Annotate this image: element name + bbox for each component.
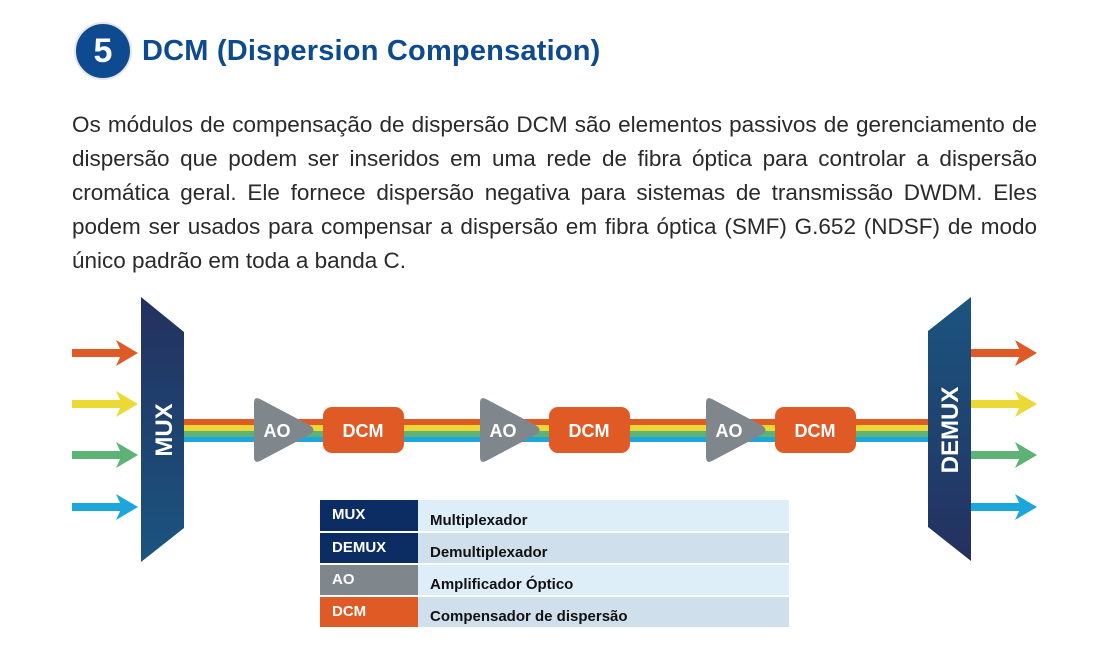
description-paragraph: Os módulos de compensação de dispersão D… bbox=[72, 112, 1037, 273]
svg-text:DCM: DCM bbox=[569, 421, 610, 441]
legend-desc: Multiplexador bbox=[418, 500, 789, 533]
legend-row: MUX Multiplexador bbox=[320, 500, 789, 533]
arrow-icon bbox=[72, 391, 138, 417]
legend-abbr: AO bbox=[320, 564, 418, 597]
arrow-icon bbox=[72, 494, 138, 520]
legend-abbr: MUX bbox=[320, 500, 418, 533]
stage-2: AO DCM bbox=[480, 398, 630, 462]
demux-label: DEMUX bbox=[937, 387, 964, 474]
legend-table: MUX Multiplexador DEMUX Demultiplexador … bbox=[320, 500, 789, 629]
mux-block: MUX bbox=[141, 297, 184, 562]
svg-text:DCM: DCM bbox=[795, 421, 836, 441]
svg-text:AO: AO bbox=[490, 421, 517, 441]
section-number-badge: 5 bbox=[74, 22, 132, 80]
dcm-block bbox=[323, 407, 404, 453]
demux-block: DEMUX bbox=[928, 297, 971, 561]
section-header: 5 DCM (Dispersion Compensation) bbox=[74, 22, 601, 80]
arrow-icon bbox=[971, 340, 1037, 366]
legend-row: DEMUX Demultiplexador bbox=[320, 532, 789, 565]
stage-3: AO DCM bbox=[706, 398, 856, 462]
stage-1: AO DCM bbox=[254, 398, 404, 462]
svg-text:AO: AO bbox=[716, 421, 743, 441]
page-title: DCM (Dispersion Compensation) bbox=[142, 34, 601, 67]
amplifier-triangle bbox=[480, 398, 540, 462]
output-arrows bbox=[971, 340, 1037, 520]
arrow-icon bbox=[72, 340, 138, 366]
amplifier-triangle bbox=[706, 398, 766, 462]
legend-abbr: DCM bbox=[320, 596, 418, 629]
dcm-block bbox=[549, 407, 630, 453]
svg-text:DCM: DCM bbox=[343, 421, 384, 441]
mux-label: MUX bbox=[151, 403, 178, 456]
legend-desc: Demultiplexador bbox=[418, 532, 789, 565]
input-arrows bbox=[72, 340, 138, 520]
arrow-icon bbox=[971, 494, 1037, 520]
legend-abbr: DEMUX bbox=[320, 532, 418, 565]
arrow-icon bbox=[72, 442, 138, 468]
legend-row: DCM Compensador de dispersão bbox=[320, 596, 789, 629]
legend-row: AO Amplificador Óptico bbox=[320, 564, 789, 597]
legend-desc: Amplificador Óptico bbox=[418, 564, 789, 597]
svg-text:AO: AO bbox=[264, 421, 291, 441]
arrow-icon bbox=[971, 391, 1037, 417]
legend-desc: Compensador de dispersão bbox=[418, 596, 789, 629]
arrow-icon bbox=[971, 442, 1037, 468]
amplifier-triangle bbox=[254, 398, 314, 462]
dcm-block bbox=[775, 407, 856, 453]
